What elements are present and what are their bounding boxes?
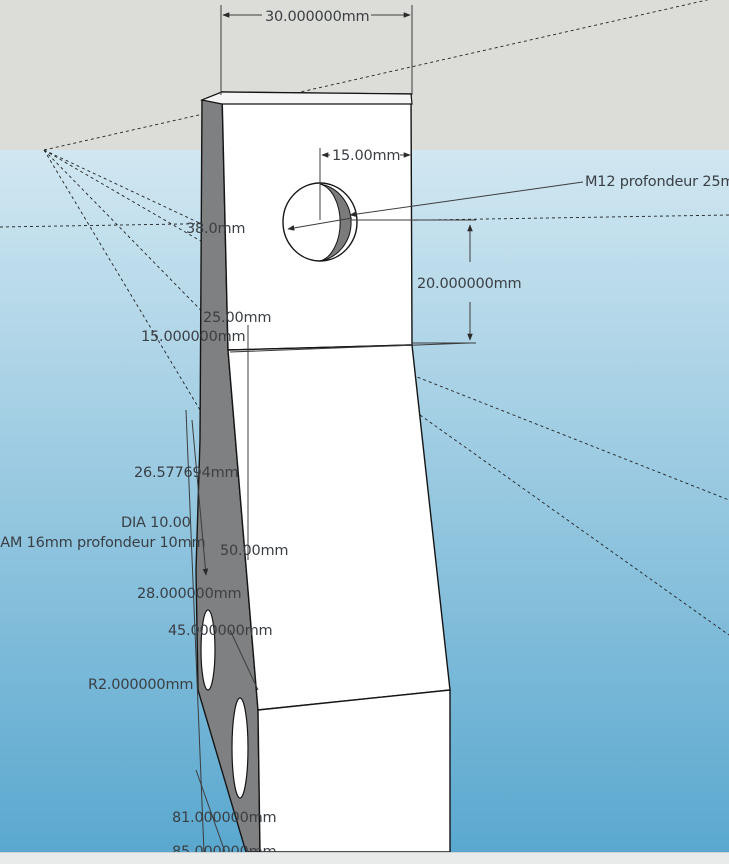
dimension-lines: [185, 5, 584, 852]
side-hole-upper[interactable]: [200, 609, 216, 691]
dim-85[interactable]: 85.000000mm: [172, 844, 277, 852]
dim-hole-offset[interactable]: 15.00mm: [332, 148, 401, 164]
bracket-front-face-slant: [227, 344, 451, 711]
dim-radius[interactable]: R2.000000mm: [88, 677, 194, 693]
note-lam-16[interactable]: LAM 16mm profondeur 10mm: [0, 535, 206, 551]
dim-top-width[interactable]: 30.000000mm: [265, 9, 370, 25]
note-m12-depth[interactable]: M12 profondeur 25mm: [585, 174, 729, 190]
dim-26[interactable]: 26.577694mm: [134, 465, 239, 481]
dim-28[interactable]: 28.000000mm: [137, 586, 242, 602]
status-bar: [0, 852, 729, 864]
side-hole-lower[interactable]: [231, 697, 249, 799]
dim-25[interactable]: 25.00mm: [203, 310, 272, 326]
dim-hole-distance[interactable]: 38.0mm: [186, 221, 246, 237]
dim-81[interactable]: 81.000000mm: [172, 810, 277, 826]
dim-45[interactable]: 45.000000mm: [168, 623, 273, 639]
m12-hole-inner-shadow: [319, 183, 352, 262]
note-dia-10[interactable]: DIA 10.00: [121, 515, 191, 531]
guide-lines: [0, 0, 729, 636]
dim-50[interactable]: 50.00mm: [220, 543, 289, 559]
dim-15[interactable]: 15.000000mm: [141, 329, 246, 345]
dim-vertical-20[interactable]: 20.000000mm: [417, 276, 522, 292]
bracket-front-face-bottom: [257, 689, 451, 852]
bracket-top-face: [199, 91, 413, 105]
